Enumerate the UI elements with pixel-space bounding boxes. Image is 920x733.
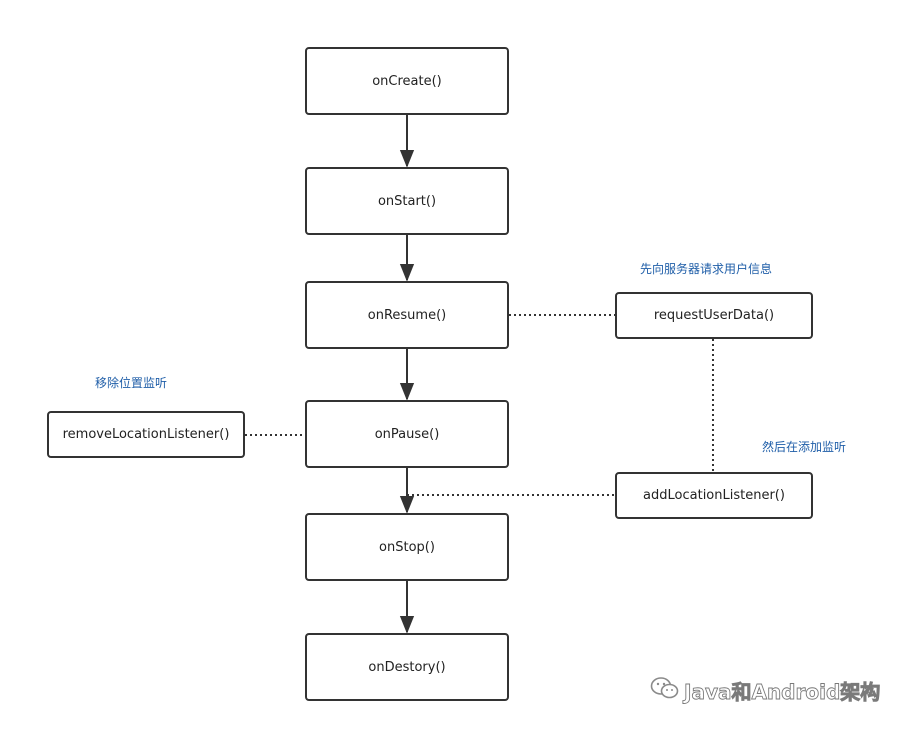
node-label: onStop() xyxy=(379,539,435,555)
watermark-text: Java和Android架构 xyxy=(684,680,881,705)
note-request-first: 先向服务器请求用户信息 xyxy=(640,262,773,276)
node-label: removeLocationListener() xyxy=(62,427,230,442)
node-on-pause: onPause() xyxy=(305,400,509,468)
node-label: onPause() xyxy=(374,426,440,442)
wechat-icon xyxy=(650,676,680,705)
node-label: requestUserData() xyxy=(653,308,775,323)
node-label: addLocationListener() xyxy=(643,488,785,503)
node-request-user-data: requestUserData() xyxy=(615,292,813,339)
watermark: Java和Android架构 xyxy=(650,676,881,705)
node-label: onDestory() xyxy=(368,659,446,675)
node-on-resume: onResume() xyxy=(305,281,509,349)
node-remove-location-listener: removeLocationListener() xyxy=(47,411,245,458)
node-on-stop: onStop() xyxy=(305,513,509,581)
note-remove-listener: 移除位置监听 xyxy=(95,376,168,390)
node-on-start: onStart() xyxy=(305,167,509,235)
node-label: onStart() xyxy=(377,193,437,209)
node-on-create: onCreate() xyxy=(305,47,509,115)
note-then-add-listener: 然后在添加监听 xyxy=(762,440,847,454)
node-add-location-listener: addLocationListener() xyxy=(615,472,813,519)
node-label: onCreate() xyxy=(372,73,442,89)
node-on-destroy: onDestory() xyxy=(305,633,509,701)
node-label: onResume() xyxy=(367,307,447,323)
